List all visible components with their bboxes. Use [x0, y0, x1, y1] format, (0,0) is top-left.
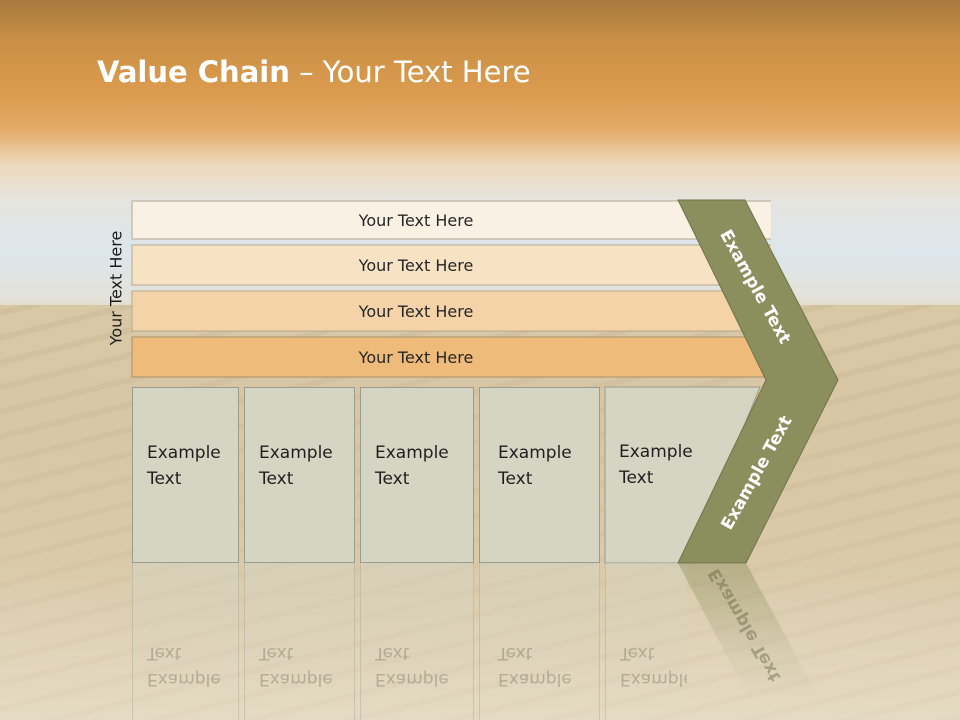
activity-card-5-text: Example Text [619, 439, 709, 491]
slide-title: Value Chain – Your Text Here [97, 55, 797, 89]
support-band-3-shape [131, 290, 771, 332]
activity-card-3: Example Text [360, 387, 474, 563]
activity-card-3-reflection: Example Text [360, 563, 474, 720]
activity-card-5-line2: Text [619, 468, 654, 488]
margin-chevron-reflection [678, 563, 820, 700]
title-rest: – Your Text Here [289, 55, 531, 89]
activity-card-3-line1: Example [375, 443, 449, 463]
activity-card-2-reflection: Example Text [244, 563, 355, 720]
activity-card-3-text: Example Text [375, 440, 465, 492]
activity-card-2-line1: Example [259, 443, 333, 463]
support-band-1-shape [131, 200, 771, 240]
activity-card-1-line2: Text [147, 469, 182, 489]
activity-card-4-line1: Example [498, 443, 572, 463]
activity-card-4: Example Text [479, 387, 600, 563]
activity-card-1-line1: Example [147, 443, 221, 463]
support-band-3-label: Your Text Here [358, 301, 474, 321]
activity-card-4-text: Example Text [498, 440, 588, 492]
activity-card-4-reflection: Example Text [479, 563, 600, 720]
activity-card-2: Example Text [244, 387, 355, 563]
activity-card-2-line2: Text [259, 469, 294, 489]
activity-card-1: Example Text [132, 387, 239, 563]
support-band-4-label: Your Text Here [358, 347, 474, 367]
support-band-1-label: Your Text Here [358, 210, 474, 230]
activity-card-5-reflection: Example Text [605, 563, 687, 720]
margin-chevron-shape [677, 199, 839, 564]
activity-card-5: Example Text [605, 387, 755, 563]
activity-card-3-line2: Text [375, 469, 410, 489]
activity-card-1-reflection: Example Text [132, 563, 239, 720]
activity-card-1-text: Example Text [147, 440, 237, 492]
support-band-4-shape [131, 336, 771, 378]
title-bold: Value Chain [97, 55, 290, 89]
support-band-2-label: Your Text Here [358, 255, 474, 275]
support-band-2-shape [131, 244, 771, 286]
activity-card-2-text: Example Text [259, 440, 349, 492]
activity-card-5-line1: Example [619, 442, 693, 462]
activity-card-4-line2: Text [498, 469, 533, 489]
